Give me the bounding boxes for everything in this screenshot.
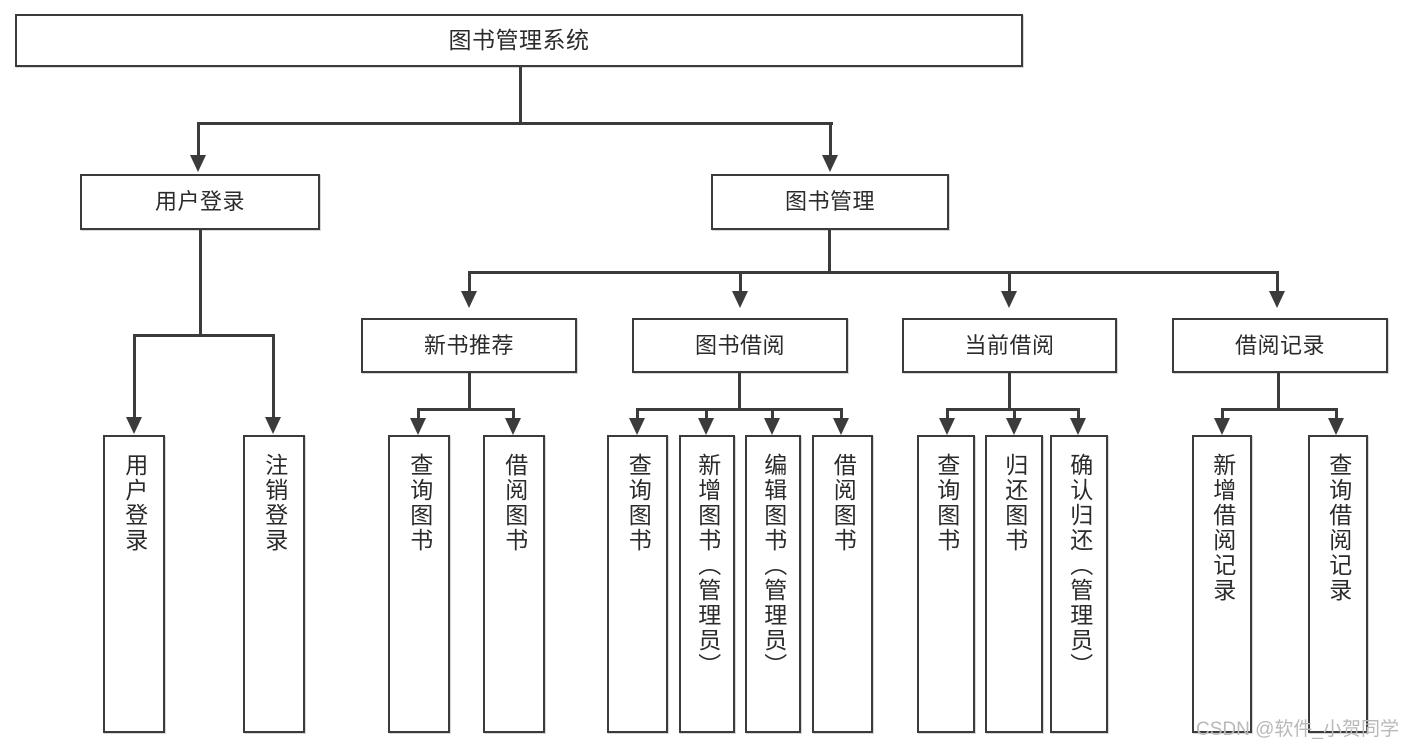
arrowhead-root-to-user-login	[190, 155, 206, 172]
arrowhead-user-login-to-leaf-2	[265, 417, 281, 434]
connector-bm-to-new-book	[468, 271, 471, 293]
arrowhead-cb-to-leaf-1	[939, 418, 955, 435]
node-label: 注销登录	[261, 453, 288, 553]
node-label: 当前借阅	[964, 332, 1055, 358]
connector-bm-to-current	[1008, 271, 1011, 293]
connector-nb-to-leaf-1	[417, 408, 420, 420]
connector-new-book-stem	[468, 373, 471, 411]
node-label: 新增图书（管理员）	[694, 453, 721, 678]
connector-root-to-book-manage	[829, 122, 832, 157]
leaf-confirm-return-admin[interactable]: 确认归还（管理员）	[1050, 435, 1108, 733]
node-label: 新书推荐	[423, 332, 514, 358]
node-book-management[interactable]: 图书管理	[711, 174, 949, 230]
connector-user-login-to-leaf-2	[272, 334, 275, 419]
connector-bb-to-leaf-3	[771, 408, 774, 420]
node-borrow-record[interactable]: 借阅记录	[1172, 318, 1388, 373]
node-label: 编辑图书（管理员）	[760, 453, 787, 678]
leaf-query-book-new[interactable]: 查询图书	[388, 435, 450, 733]
node-current-borrow[interactable]: 当前借阅	[902, 318, 1117, 373]
arrowhead-bb-to-leaf-4	[833, 418, 849, 435]
connector-new-book-bus	[417, 408, 515, 411]
node-label: 借阅图书	[830, 453, 857, 553]
node-user-login[interactable]: 用户登录	[80, 174, 320, 230]
leaf-borrow-book-new[interactable]: 借阅图书	[483, 435, 545, 733]
node-label: 新增借阅记录	[1209, 453, 1236, 603]
connector-br-to-leaf-1	[1221, 408, 1224, 420]
node-label: 用户登录	[154, 189, 245, 215]
connector-book-management-bus	[468, 271, 1278, 274]
connector-borrow-record-bus	[1221, 408, 1338, 411]
connector-current-borrow-stem	[1008, 373, 1011, 411]
node-book-borrow[interactable]: 图书借阅	[632, 318, 848, 373]
arrowhead-user-login-to-leaf-1	[126, 417, 142, 434]
connector-br-to-leaf-2	[1335, 408, 1338, 420]
node-label: 查询图书	[625, 453, 652, 553]
connector-book-borrow-stem	[738, 373, 741, 411]
connector-root-bus	[197, 122, 833, 125]
leaf-user-login[interactable]: 用户登录	[103, 435, 165, 733]
connector-cb-to-leaf-1	[946, 408, 949, 420]
node-label: 用户登录	[121, 453, 148, 553]
connector-root-stem	[519, 67, 522, 124]
leaf-logout[interactable]: 注销登录	[243, 435, 305, 733]
node-label: 图书管理	[784, 189, 875, 215]
connector-bb-to-leaf-4	[840, 408, 843, 420]
node-label: 图书管理系统	[448, 27, 590, 54]
leaf-return-book[interactable]: 归还图书	[985, 435, 1043, 733]
node-label: 查询借阅记录	[1325, 453, 1352, 603]
arrowhead-bb-to-leaf-3	[764, 418, 780, 435]
arrowhead-bm-to-record	[1269, 291, 1285, 308]
connector-book-borrow-bus	[636, 408, 843, 411]
connector-bb-to-leaf-1	[636, 408, 639, 420]
leaf-query-book-borrow[interactable]: 查询图书	[607, 435, 668, 733]
arrowhead-cb-to-leaf-3	[1070, 418, 1086, 435]
arrowhead-nb-to-leaf-1	[410, 418, 426, 435]
arrowhead-br-to-leaf-2	[1328, 418, 1344, 435]
node-new-book-recommend[interactable]: 新书推荐	[361, 318, 577, 373]
connector-user-login-bus	[133, 334, 274, 337]
leaf-edit-book-admin[interactable]: 编辑图书（管理员）	[745, 435, 801, 733]
arrowhead-br-to-leaf-1	[1214, 418, 1230, 435]
connector-bb-to-leaf-2	[705, 408, 708, 420]
node-label: 借阅记录	[1234, 332, 1325, 358]
arrowhead-bb-to-leaf-2	[698, 418, 714, 435]
connector-cb-to-leaf-2	[1013, 408, 1016, 420]
arrowhead-bm-to-borrow	[732, 291, 748, 308]
connector-nb-to-leaf-2	[512, 408, 515, 420]
leaf-query-borrow-record[interactable]: 查询借阅记录	[1308, 435, 1368, 733]
leaf-borrow-book[interactable]: 借阅图书	[812, 435, 873, 733]
arrowhead-bm-to-current	[1001, 291, 1017, 308]
leaf-add-borrow-record[interactable]: 新增借阅记录	[1192, 435, 1252, 733]
leaf-add-book-admin[interactable]: 新增图书（管理员）	[679, 435, 735, 733]
node-label: 查询图书	[933, 453, 960, 553]
node-label: 查询图书	[406, 453, 433, 553]
connector-user-login-stem	[199, 230, 202, 336]
arrowhead-bm-to-new-book	[461, 291, 477, 308]
node-label: 确认归还（管理员）	[1066, 453, 1093, 678]
node-label: 图书借阅	[694, 332, 785, 358]
arrowhead-bb-to-leaf-1	[629, 418, 645, 435]
connector-borrow-record-stem	[1277, 373, 1280, 411]
leaf-query-book-current[interactable]: 查询图书	[917, 435, 975, 733]
arrowhead-root-to-book-manage	[822, 155, 838, 172]
connector-book-management-stem	[828, 230, 831, 273]
connector-bm-to-borrow	[739, 271, 742, 293]
arrowhead-cb-to-leaf-2	[1006, 418, 1022, 435]
node-root-library-management-system[interactable]: 图书管理系统	[15, 14, 1023, 67]
connector-bm-to-record	[1276, 271, 1279, 293]
connector-user-login-to-leaf-1	[133, 334, 136, 419]
node-label: 归还图书	[1001, 453, 1028, 553]
csdn-watermark: CSDN @软件_小贺同学	[1196, 719, 1399, 740]
connector-cb-to-leaf-3	[1077, 408, 1080, 420]
connector-root-to-user-login	[197, 122, 200, 157]
arrowhead-nb-to-leaf-2	[505, 418, 521, 435]
node-label: 借阅图书	[501, 453, 528, 553]
